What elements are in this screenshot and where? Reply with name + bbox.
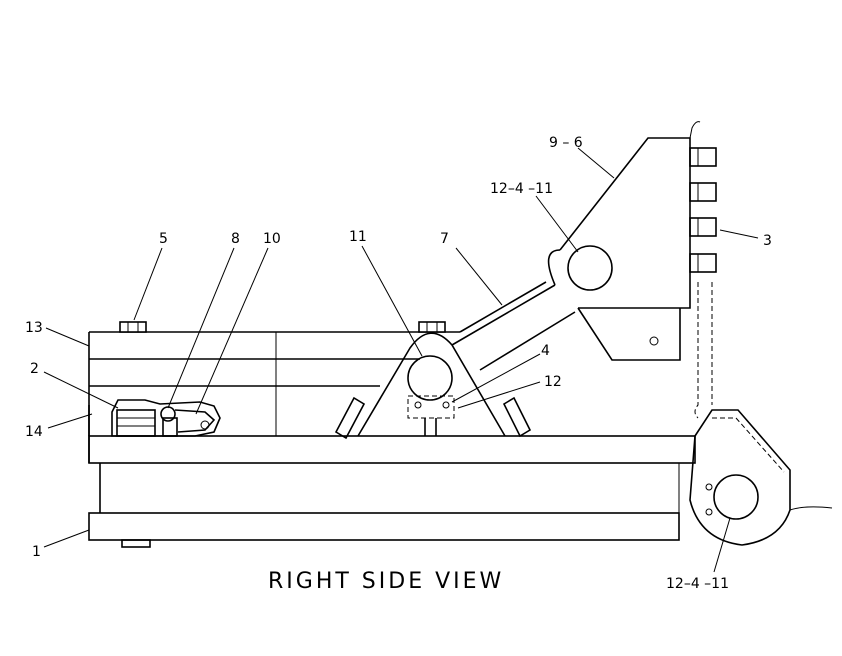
callout-12: 12: [544, 374, 562, 390]
callout-1: 1: [32, 544, 41, 560]
roller-assembly: [111, 399, 221, 437]
slide-housing: [88, 321, 460, 463]
callout-5: 5: [159, 231, 168, 247]
base-frame: [88, 435, 696, 548]
side-bolts: [689, 147, 717, 273]
leader-lines: [43, 147, 759, 573]
callout-2: 2: [30, 361, 39, 377]
callout-9-6: 9 – 6: [549, 135, 583, 151]
callout-labels: 9 – 6 12–4 –11 3 11 7 5 8 10 13 2 14 4 1…: [25, 135, 772, 592]
callout-7: 7: [440, 231, 449, 247]
callout-4: 4: [541, 343, 550, 359]
callout-12-4-11-bottom: 12–4 –11: [666, 576, 729, 592]
callout-11: 11: [349, 229, 367, 245]
callout-13: 13: [25, 320, 43, 336]
callout-12-4-11-top: 12–4 –11: [490, 181, 553, 197]
callout-14: 14: [25, 424, 43, 440]
center-pivot: [334, 332, 532, 440]
bottom-plate: [88, 512, 680, 541]
callout-10: 10: [263, 231, 281, 247]
rear-hitch: [689, 409, 833, 546]
callout-3: 3: [763, 233, 772, 249]
lever-arm: [451, 281, 576, 371]
view-title: RIGHT SIDE VIEW: [268, 569, 504, 594]
upper-bracket: [547, 121, 717, 419]
callout-8: 8: [231, 231, 240, 247]
middle-plate: [88, 435, 696, 464]
